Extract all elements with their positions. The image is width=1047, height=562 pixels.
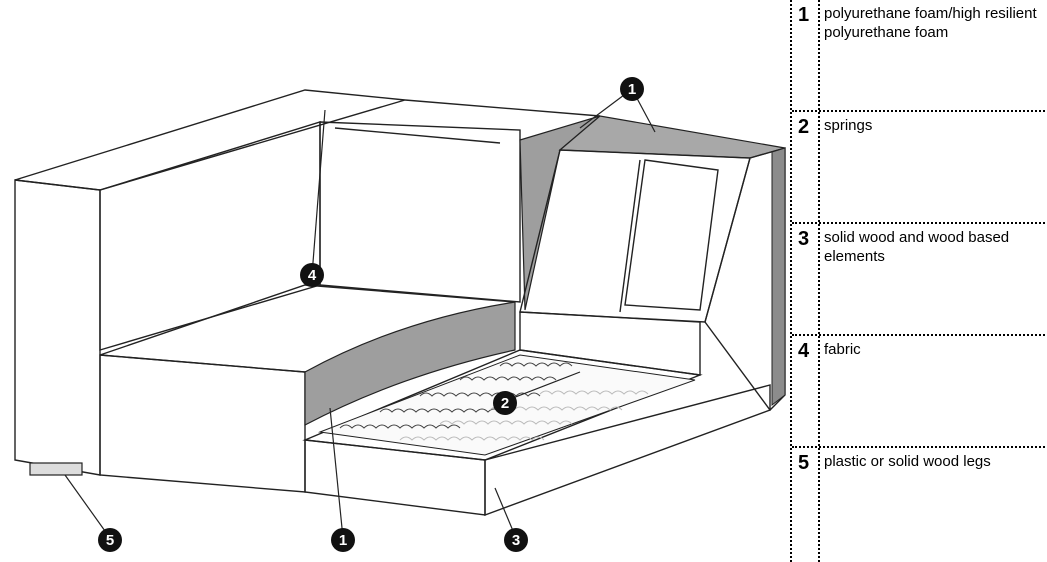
left-leg (29, 462, 83, 476)
back-cushion-left (99, 121, 321, 351)
sofa-illustration: 1 4 2 5 1 3 (14, 77, 786, 552)
callout-badge-fabric: 4 (300, 263, 324, 287)
callout-badge-foam-seat: 1 (331, 528, 355, 552)
legend-row-5: 5 plastic or solid wood legs (792, 448, 1047, 562)
legend-text: solid wood and wood based elements (824, 229, 1010, 265)
svg-text:5: 5 (106, 532, 114, 549)
left-armrest (14, 179, 101, 476)
legend-row-4: 4 fabric (792, 336, 1047, 448)
svg-text:3: 3 (512, 532, 520, 549)
callout-badge-springs: 2 (493, 391, 517, 415)
leader-lines (64, 88, 656, 539)
callout-badge-wood: 3 (504, 528, 528, 552)
seat-front (99, 354, 306, 493)
legend-number: 4 (798, 340, 810, 362)
legend-text: polyurethane foam/high resilient polyure… (824, 5, 1037, 41)
legend-text: fabric (824, 341, 861, 358)
legend-number: 2 (798, 116, 810, 138)
legend-text: plastic or solid wood legs (824, 453, 991, 470)
left-armrest-top (14, 89, 406, 191)
legend-number: 5 (798, 452, 810, 474)
callout-badge-legs: 5 (98, 528, 122, 552)
legend-number: 3 (798, 228, 810, 250)
springs (339, 362, 573, 429)
svg-text:2: 2 (501, 395, 509, 412)
legend-row-3: 3 solid wood and wood based elements (792, 224, 1047, 336)
right-arm-side-strip (771, 147, 786, 407)
legend-panel: 1 polyurethane foam/high resilient polyu… (790, 0, 1047, 562)
legend-row-1: 1 polyurethane foam/high resilient polyu… (792, 0, 1047, 112)
svg-text:1: 1 (628, 81, 636, 98)
legend-number: 1 (798, 4, 810, 26)
legend-text: springs (824, 117, 873, 134)
callout-badge-foam-top: 1 (620, 77, 644, 101)
svg-text:1: 1 (339, 532, 347, 549)
legend-row-2: 2 springs (792, 112, 1047, 224)
seat-foam (304, 301, 516, 426)
right-back-cushion (624, 159, 719, 311)
svg-text:4: 4 (308, 267, 317, 284)
right-seat-side (519, 311, 701, 376)
back-cushion-right (319, 121, 521, 303)
